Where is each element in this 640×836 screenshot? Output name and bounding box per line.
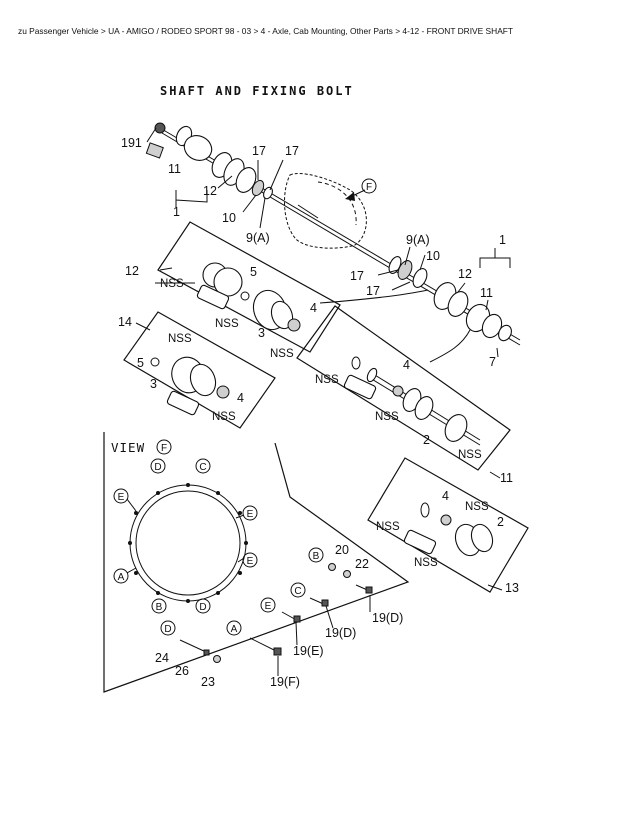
nss-label: NSS — [465, 501, 489, 513]
diagram-title: SHAFT AND FIXING BOLT — [160, 84, 354, 98]
upper-leader-lines — [146, 127, 511, 358]
callout-12: 12 — [125, 264, 139, 278]
box-12-assembly — [157, 221, 341, 353]
view-letter: F — [161, 443, 167, 454]
callout-4: 4 — [442, 489, 449, 503]
callout-5: 5 — [137, 356, 144, 370]
flange-label-e: E — [118, 492, 125, 503]
nss-label: NSS — [212, 411, 236, 423]
view-title: VIEW — [111, 440, 145, 455]
nss-label: NSS — [160, 278, 184, 290]
box-11-assembly — [296, 305, 511, 471]
flange-label-d: D — [154, 462, 161, 473]
callout-20: 20 — [335, 543, 349, 557]
view-f-panel: VIEW F D C E E E A B D B C E — [103, 432, 410, 693]
callout-2: 2 — [423, 433, 430, 447]
flange-label-a: A — [118, 572, 125, 583]
callout-11: 11 — [480, 286, 493, 300]
box-13-assembly — [367, 457, 529, 593]
callout-3: 3 — [258, 326, 265, 340]
nss-label: NSS — [458, 449, 482, 461]
callout-191: 191 — [121, 136, 142, 150]
callout-4: 4 — [403, 358, 410, 372]
callout-19d: 19(D) — [325, 626, 356, 640]
callout-10: 10 — [222, 211, 236, 225]
nss-label: NSS — [376, 521, 400, 533]
nss-label: NSS — [414, 557, 438, 569]
callout-7: 7 — [489, 355, 496, 369]
callout-9a: 9(A) — [406, 233, 430, 247]
nss-label: NSS — [215, 318, 239, 330]
callout-4: 4 — [237, 391, 244, 405]
callout-17: 17 — [366, 284, 380, 298]
nss-label: NSS — [270, 348, 294, 360]
callout-12: 12 — [203, 184, 217, 198]
callout-19f: 19(F) — [270, 675, 300, 689]
nss-label: NSS — [375, 411, 399, 423]
flange-label-d: D — [199, 602, 206, 613]
callout-4: 4 — [310, 301, 317, 315]
bolt-label-c: C — [294, 586, 301, 597]
callout-19d: 19(D) — [372, 611, 403, 625]
callout-12: 12 — [458, 267, 472, 281]
callout-2: 2 — [497, 515, 504, 529]
callout-24: 24 — [155, 651, 169, 665]
callout-5: 5 — [250, 265, 257, 279]
callout-26: 26 — [175, 664, 189, 678]
callout-labels: 191 11 12 1 17 17 10 9(A) 9(A) 10 1 12 1… — [118, 136, 519, 689]
nss-label: NSS — [315, 374, 339, 386]
callout-14: 14 — [118, 315, 132, 329]
box-14-assembly — [123, 311, 276, 429]
bolt-label-a: A — [231, 624, 238, 635]
callout-17: 17 — [285, 144, 299, 158]
callout-13: 13 — [505, 581, 519, 595]
callout-23: 23 — [201, 675, 215, 689]
breadcrumb[interactable]: zu Passenger Vehicle > UA - AMIGO / RODE… — [18, 26, 514, 36]
bolt-label-b: B — [313, 551, 320, 562]
upper-shaft-assembly: F — [145, 122, 521, 346]
callout-1: 1 — [499, 233, 506, 247]
bolt-label-e: E — [265, 601, 272, 612]
nss-label: NSS — [168, 333, 192, 345]
flange-label-c: C — [199, 462, 206, 473]
callout-19e: 19(E) — [293, 644, 324, 658]
callout-11: 11 — [500, 471, 513, 485]
flange-label-e: E — [247, 509, 254, 520]
callout-3: 3 — [150, 377, 157, 391]
bolt-label-d: D — [164, 624, 171, 635]
callout-1: 1 — [173, 205, 180, 219]
flange-label-b: B — [156, 602, 163, 613]
callout-11: 11 — [168, 162, 181, 176]
callout-10: 10 — [426, 249, 440, 263]
callout-17: 17 — [350, 269, 364, 283]
view-direction-letter: F — [366, 182, 372, 193]
flange-label-e: E — [247, 556, 254, 567]
callout-17: 17 — [252, 144, 266, 158]
callout-22: 22 — [355, 557, 369, 571]
callout-9a: 9(A) — [246, 231, 270, 245]
